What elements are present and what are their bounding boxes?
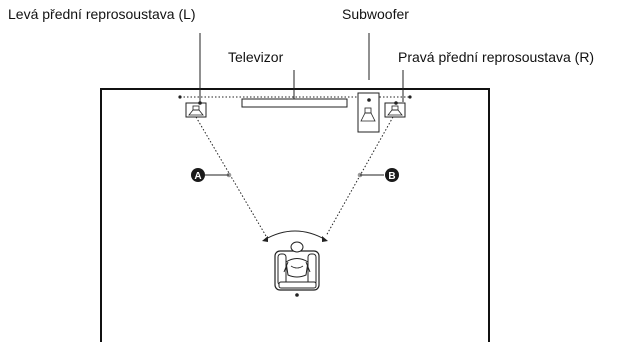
badge-b: B — [385, 168, 399, 182]
distance-line-a — [195, 116, 267, 237]
arc-arrow-left — [262, 236, 268, 242]
room-outline — [100, 88, 490, 342]
right-speaker-icon — [384, 101, 406, 118]
listener-armchair-icon — [274, 241, 320, 297]
badge-a-text: A — [194, 171, 201, 182]
front-wall-right-dot — [408, 95, 412, 99]
right-speaker-label: Pravá přední reprosoustava (R) — [398, 49, 594, 65]
front-wall-left-dot — [178, 95, 182, 99]
badge-a: A — [191, 168, 205, 182]
arc-arrow-right — [322, 236, 328, 242]
subwoofer-icon — [357, 92, 380, 133]
listening-angle-arc — [263, 230, 327, 241]
subwoofer-label: Subwoofer — [342, 6, 409, 22]
badge-b-text: B — [388, 171, 395, 182]
tv-label: Televizor — [228, 49, 284, 65]
left-speaker-icon — [185, 101, 207, 118]
left-speaker-label: Levá přední reprosoustava (L) — [8, 6, 196, 22]
tv-icon — [241, 98, 348, 108]
